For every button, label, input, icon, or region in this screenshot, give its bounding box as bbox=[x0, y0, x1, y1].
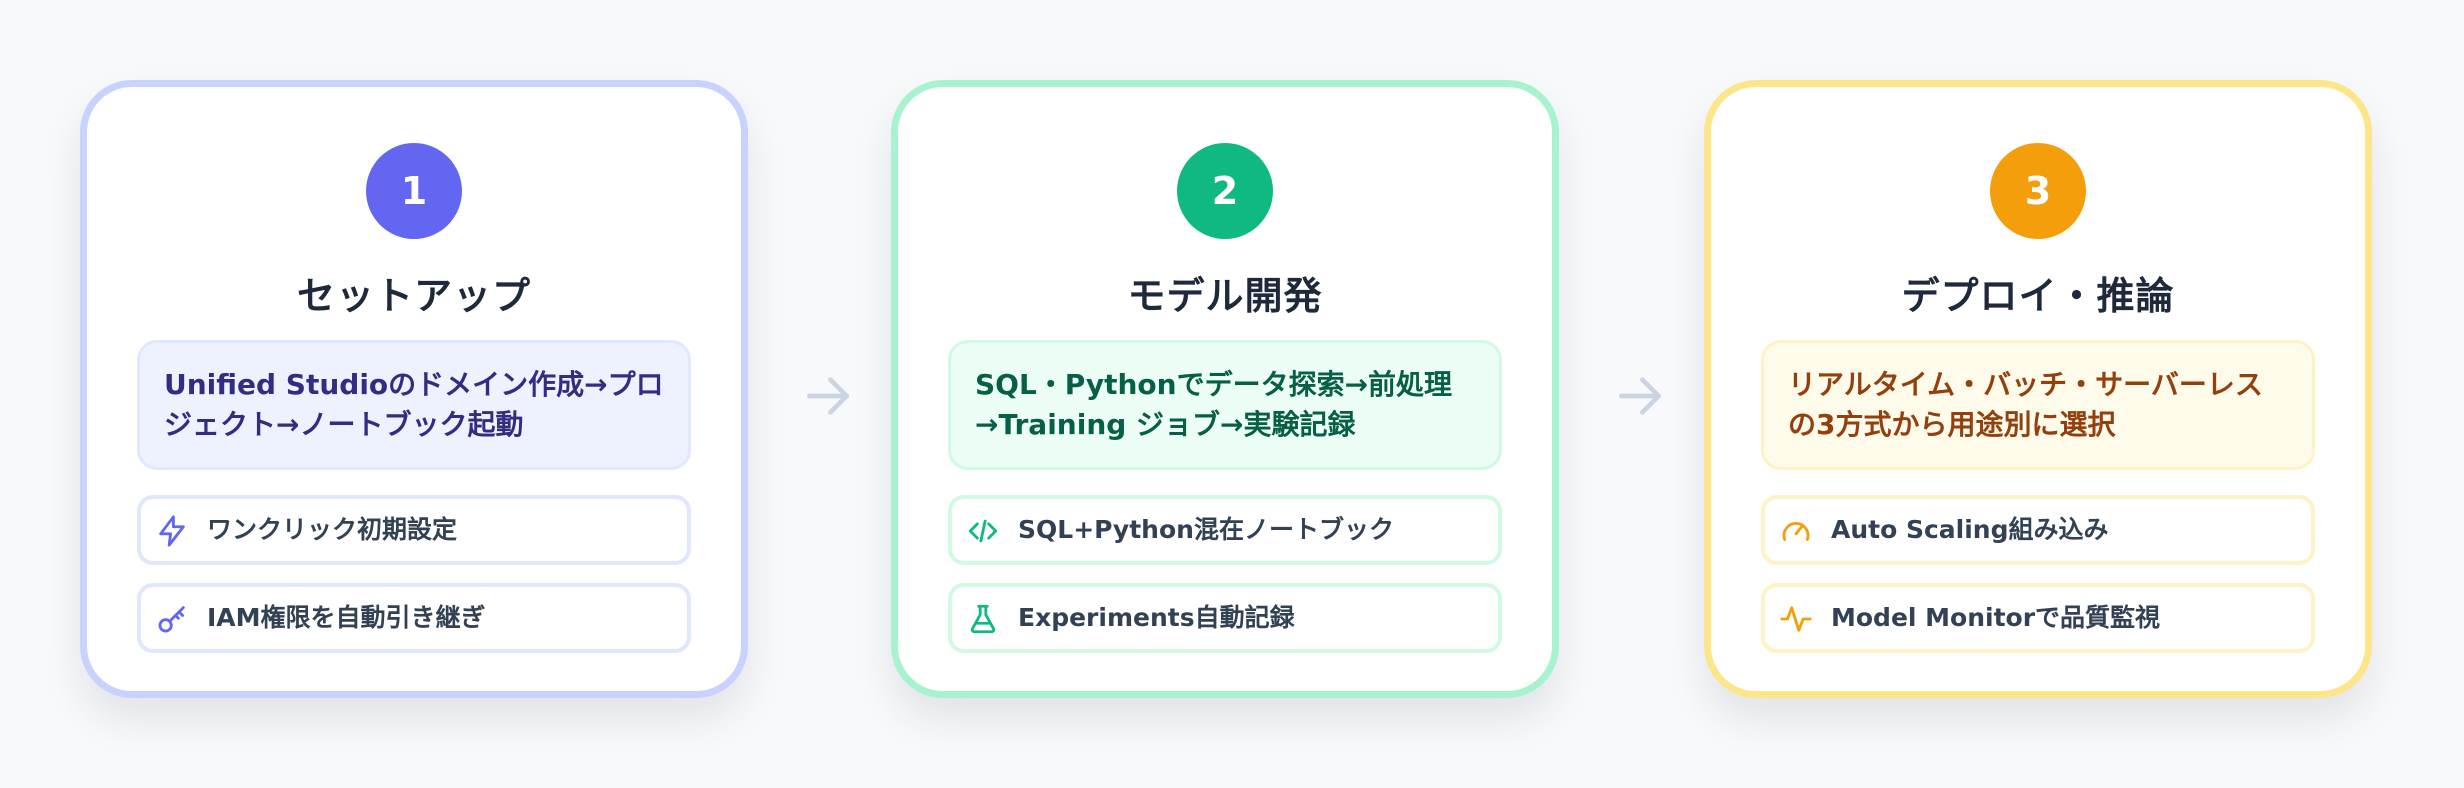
feature-label: ワンクリック初期設定 bbox=[207, 515, 458, 544]
step-card-deploy-inference: 3 デプロイ・推論 リアルタイム・バッチ・サーバーレスの3方式から用途別に選択 … bbox=[1704, 80, 2372, 698]
step-number-badge: 3 bbox=[1990, 143, 2086, 239]
feature-item: Auto Scaling組み込み bbox=[1761, 495, 2315, 565]
feature-label: SQL+Python混在ノートブック bbox=[1018, 515, 1394, 544]
step-title: セットアップ bbox=[296, 274, 531, 318]
activity-icon bbox=[1780, 606, 1812, 632]
feature-label: IAM権限を自動引き継ぎ bbox=[207, 603, 486, 632]
feature-item: IAM権限を自動引き継ぎ bbox=[137, 583, 691, 653]
step-description: Unified Studioのドメイン作成→プロジェクト→ノートブック起動 bbox=[137, 340, 691, 470]
step-number-badge: 2 bbox=[1177, 143, 1273, 239]
step-description: SQL・Pythonでデータ探索→前処理→Training ジョブ→実験記録 bbox=[948, 340, 1502, 470]
step-title: モデル開発 bbox=[1127, 274, 1323, 318]
feature-item: Experiments自動記録 bbox=[948, 583, 1502, 653]
flask-icon bbox=[970, 604, 996, 634]
step-title: デプロイ・推論 bbox=[1901, 274, 2175, 318]
feature-label: Model Monitorで品質監視 bbox=[1831, 603, 2161, 632]
gauge-icon bbox=[1782, 521, 1810, 541]
feature-item: Model Monitorで品質監視 bbox=[1761, 583, 2315, 653]
feature-item: SQL+Python混在ノートブック bbox=[948, 495, 1502, 565]
feature-label: Experiments自動記録 bbox=[1018, 603, 1295, 632]
arrow-right-icon bbox=[807, 377, 849, 415]
step-description: リアルタイム・バッチ・サーバーレスの3方式から用途別に選択 bbox=[1761, 340, 2315, 470]
step-card-model-development: 2 モデル開発 SQL・Pythonでデータ探索→前処理→Training ジョ… bbox=[891, 80, 1559, 698]
arrow-right-icon bbox=[1619, 377, 1661, 415]
lightning-icon bbox=[159, 515, 185, 547]
step-number-badge: 1 bbox=[366, 143, 462, 239]
code-icon bbox=[968, 519, 998, 543]
key-icon bbox=[158, 606, 185, 633]
feature-label: Auto Scaling組み込み bbox=[1831, 515, 2109, 544]
step-card-setup: 1 セットアップ Unified Studioのドメイン作成→プロジェクト→ノー… bbox=[80, 80, 748, 698]
feature-item: ワンクリック初期設定 bbox=[137, 495, 691, 565]
